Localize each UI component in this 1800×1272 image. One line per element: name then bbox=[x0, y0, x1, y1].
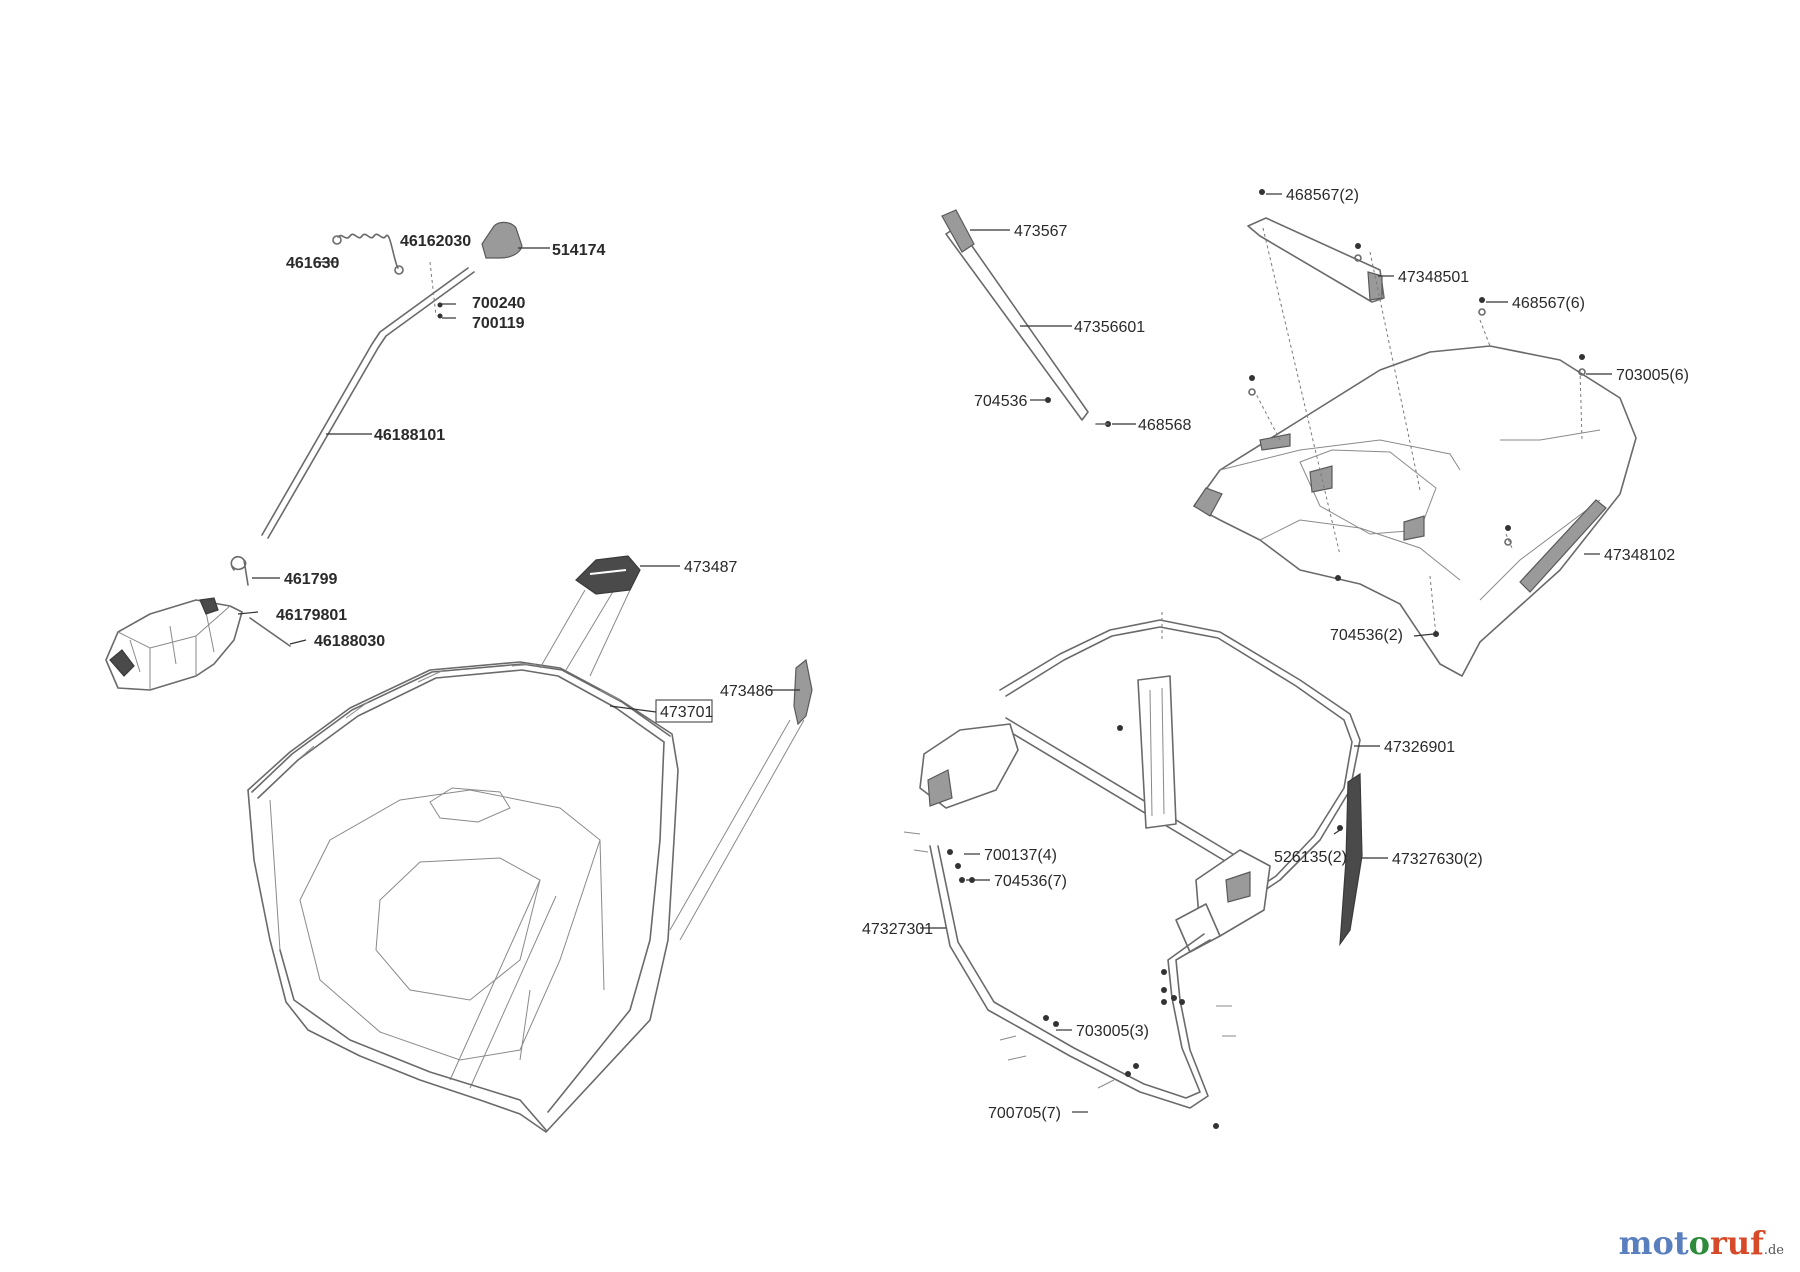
lower-frame-47327301 bbox=[903, 831, 1236, 1109]
label-704536-2: 704536(2) bbox=[1330, 627, 1403, 644]
label-526135-2: 526135(2) bbox=[1274, 849, 1347, 866]
label-473567: 473567 bbox=[1014, 223, 1067, 240]
label-700137-4: 700137(4) bbox=[984, 847, 1057, 864]
handle-cap-514174 bbox=[481, 221, 523, 259]
side-bar-47327630 bbox=[1339, 772, 1363, 947]
brand-logo: motoruf.de bbox=[1619, 1224, 1784, 1262]
tube-47356601 bbox=[945, 225, 1089, 421]
label-700240: 700240 bbox=[472, 295, 525, 312]
brand-logo-part-1: mot bbox=[1618, 1224, 1689, 1262]
label-47326901: 47326901 bbox=[1384, 739, 1455, 756]
label-514174: 514174 bbox=[552, 242, 605, 259]
brand-logo-tld: .de bbox=[1763, 1243, 1784, 1258]
label-703005-6: 703005(6) bbox=[1616, 367, 1689, 384]
handle-grip-473487 bbox=[575, 555, 641, 595]
tube-end-473567 bbox=[941, 209, 975, 253]
spring-hook-icon bbox=[394, 265, 404, 275]
label-704536-7: 704536(7) bbox=[994, 873, 1067, 890]
part-labels: 461630 46162030 514174 700240 700119 461… bbox=[276, 187, 1689, 1122]
label-46162030: 46162030 bbox=[400, 233, 471, 250]
label-47356601: 47356601 bbox=[1074, 319, 1145, 336]
tube-handle-assembly bbox=[941, 209, 1111, 427]
label-703005-3: 703005(3) bbox=[1076, 1023, 1149, 1040]
bag-frame-47326901 bbox=[919, 612, 1361, 953]
brand-logo-part-2: o bbox=[1688, 1224, 1710, 1262]
rod-assembly bbox=[105, 221, 523, 691]
label-47348102: 47348102 bbox=[1604, 547, 1675, 564]
grass-bag-473701 bbox=[247, 589, 805, 1133]
label-473487: 473487 bbox=[684, 559, 737, 576]
bracket-47348501 bbox=[1247, 217, 1385, 303]
label-700119: 700119 bbox=[472, 315, 525, 332]
clip-473486 bbox=[793, 658, 813, 726]
label-box-473701 bbox=[655, 699, 713, 723]
rod-46188101 bbox=[261, 267, 475, 539]
brand-logo-part-3: ruf bbox=[1709, 1224, 1764, 1262]
label-46188030: 46188030 bbox=[314, 633, 385, 650]
label-461630: 461630 bbox=[286, 255, 339, 272]
spring-461630 bbox=[337, 233, 399, 269]
label-473701: 473701 bbox=[660, 704, 713, 721]
frame-fasteners bbox=[947, 725, 1343, 1129]
fastener-markers bbox=[1248, 189, 1586, 637]
label-461799: 461799 bbox=[284, 571, 337, 588]
spring-hook-icon bbox=[332, 235, 342, 245]
cover-47348102 bbox=[1193, 345, 1637, 677]
label-47348501: 47348501 bbox=[1398, 269, 1469, 286]
label-704536: 704536 bbox=[974, 393, 1027, 410]
label-47327301: 47327301 bbox=[862, 921, 933, 938]
label-700705-7: 700705(7) bbox=[988, 1105, 1061, 1122]
label-46188101: 46188101 bbox=[374, 427, 445, 444]
label-47327630-2: 47327630(2) bbox=[1392, 851, 1483, 868]
label-473486: 473486 bbox=[720, 683, 773, 700]
spring-461799 bbox=[230, 555, 249, 586]
label-46179801: 46179801 bbox=[276, 607, 347, 624]
leader-lines bbox=[237, 193, 1612, 1113]
label-468567-6: 468567(6) bbox=[1512, 295, 1585, 312]
label-468567-2: 468567(2) bbox=[1286, 187, 1359, 204]
label-468568: 468568 bbox=[1138, 417, 1191, 434]
